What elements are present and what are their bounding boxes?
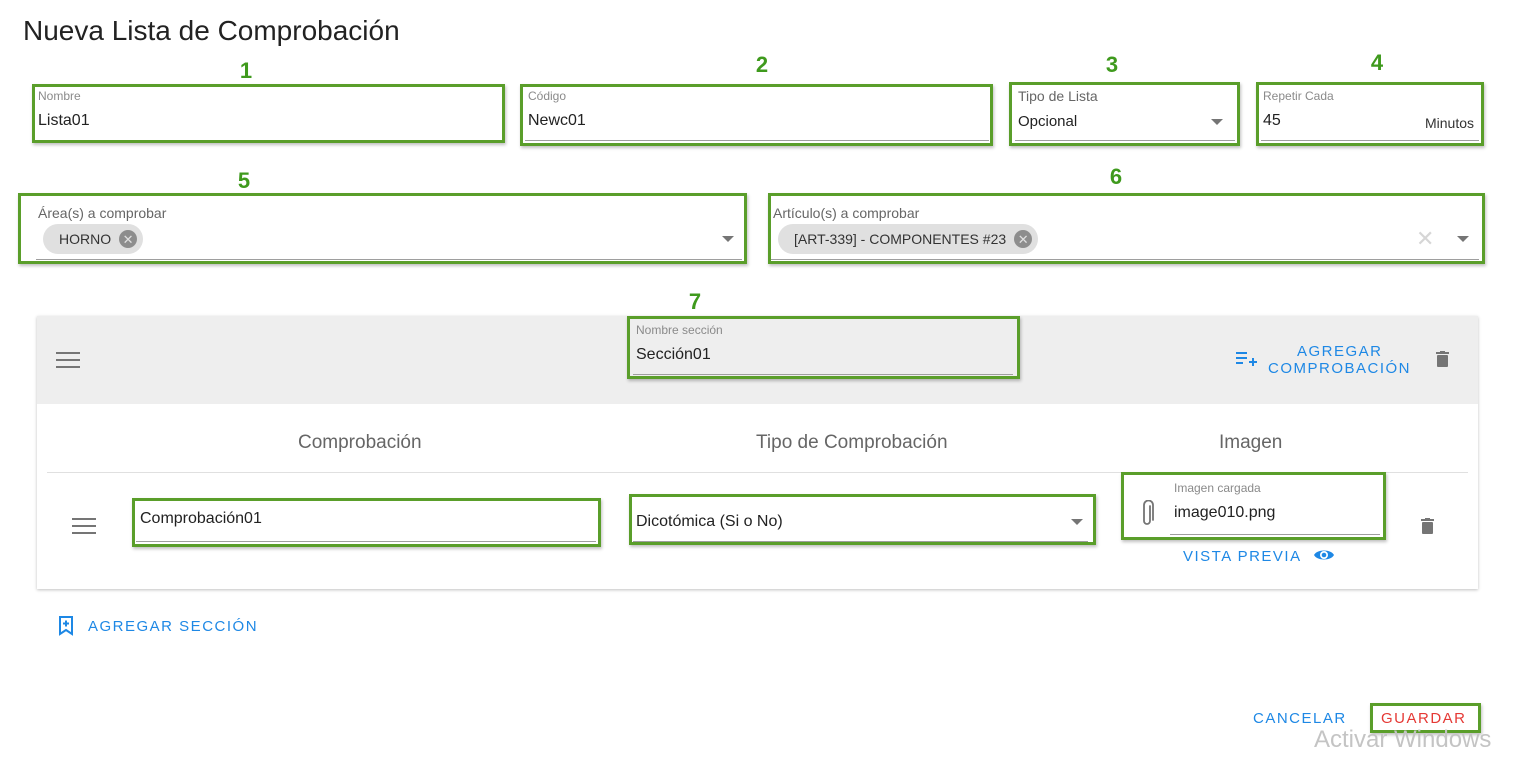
check-type-underline — [633, 541, 1088, 542]
close-icon[interactable]: ✕ — [1014, 230, 1033, 248]
annotation-box-9 — [629, 494, 1096, 545]
add-check-label-line2: COMPROBACIÓN — [1268, 360, 1412, 377]
chevron-down-icon[interactable] — [1457, 236, 1469, 242]
bookmark-add-icon — [59, 616, 73, 636]
annotation-box-1 — [32, 84, 505, 143]
annotation-number-1: 1 — [239, 58, 253, 83]
section-header: Nombre sección Sección01 AGREGAR COMPROB… — [37, 316, 1478, 404]
page-title: Nueva Lista de Comprobación — [23, 15, 400, 46]
area-chip[interactable]: HORNO ✕ — [43, 224, 144, 254]
tipo-lista-underline — [1015, 140, 1235, 141]
annotation-box-10 — [1121, 472, 1386, 540]
check-input[interactable]: Comprobación01 — [140, 510, 262, 527]
check-underline — [136, 541, 596, 542]
trash-icon[interactable] — [1436, 351, 1449, 367]
chevron-down-icon[interactable] — [1071, 519, 1083, 525]
image-underline — [1170, 534, 1380, 535]
annotation-box-7 — [627, 316, 1020, 379]
column-header-comprobacion: Comprobación — [298, 432, 422, 453]
add-check-label-line1: AGREGAR — [1297, 343, 1383, 360]
codigo-underline — [525, 140, 989, 141]
annotation-box-save — [1370, 703, 1481, 733]
annotation-box-8 — [132, 498, 601, 547]
codigo-label: Código — [528, 89, 567, 103]
tipo-lista-label: Tipo de Lista — [1018, 88, 1098, 104]
activation-watermark: Activar Windows — [1314, 726, 1492, 753]
menu-icon[interactable] — [72, 518, 96, 534]
annotation-box-4 — [1256, 82, 1484, 146]
repetir-input[interactable]: 45 — [1263, 112, 1281, 129]
chevron-down-icon[interactable] — [1211, 119, 1223, 125]
section-name-input[interactable]: Sección01 — [636, 346, 711, 363]
tipo-lista-value: Opcional — [1018, 113, 1078, 130]
annotation-box-5 — [18, 193, 747, 264]
articulo-chip[interactable]: [ART-339] - COMPONENTES #23 ✕ — [778, 224, 1039, 254]
annotation-number-7: 7 — [688, 289, 702, 314]
preview-label: VISTA PREVIA — [1183, 548, 1302, 565]
menu-icon[interactable] — [56, 352, 80, 368]
annotation-box-6 — [768, 193, 1485, 264]
image-label: Imagen cargada — [1174, 481, 1261, 495]
image-value: image010.png — [1174, 504, 1276, 521]
nombre-label: Nombre — [38, 89, 81, 103]
articulo-chip-label: [ART-339] - COMPONENTES #23 — [794, 231, 1007, 247]
articulos-underline — [771, 259, 1479, 260]
section-name-label: Nombre sección — [636, 323, 723, 337]
cancel-button[interactable]: CANCELAR — [1253, 710, 1347, 727]
areas-underline — [36, 259, 742, 260]
close-icon[interactable]: ✕ — [119, 230, 138, 248]
header-divider — [47, 472, 1468, 473]
add-section-label: AGREGAR SECCIÓN — [88, 618, 259, 635]
area-chip-label: HORNO — [59, 231, 112, 247]
section-name-underline — [633, 374, 1013, 375]
trash-icon[interactable] — [1421, 518, 1434, 534]
clear-icon[interactable]: ✕ — [1416, 226, 1435, 251]
column-header-tipo: Tipo de Comprobación — [756, 432, 948, 453]
annotation-number-6: 6 — [1109, 164, 1123, 189]
chevron-down-icon[interactable] — [722, 236, 734, 242]
column-header-imagen: Imagen — [1219, 432, 1283, 453]
paperclip-icon[interactable] — [1140, 500, 1154, 528]
repetir-label: Repetir Cada — [1263, 89, 1334, 103]
repetir-suffix: Minutos — [1425, 115, 1475, 131]
annotation-box-2 — [520, 84, 993, 146]
check-type-value: Dicotómica (Si o No) — [636, 513, 783, 530]
annotation-number-4: 4 — [1370, 50, 1384, 75]
nombre-input[interactable]: Lista01 — [38, 112, 90, 129]
playlist-add-icon — [1236, 352, 1257, 366]
articulos-label: Artículo(s) a comprobar — [773, 205, 920, 221]
eye-icon — [1314, 550, 1334, 560]
repetir-underline — [1261, 140, 1479, 141]
annotation-number-2: 2 — [755, 52, 769, 77]
areas-label: Área(s) a comprobar — [38, 205, 167, 221]
annotation-box-3 — [1009, 82, 1240, 146]
annotation-number-3: 3 — [1105, 52, 1119, 77]
annotation-number-5: 5 — [237, 168, 251, 193]
save-button[interactable]: GUARDAR — [1381, 710, 1467, 727]
codigo-input[interactable]: Newc01 — [528, 112, 586, 129]
